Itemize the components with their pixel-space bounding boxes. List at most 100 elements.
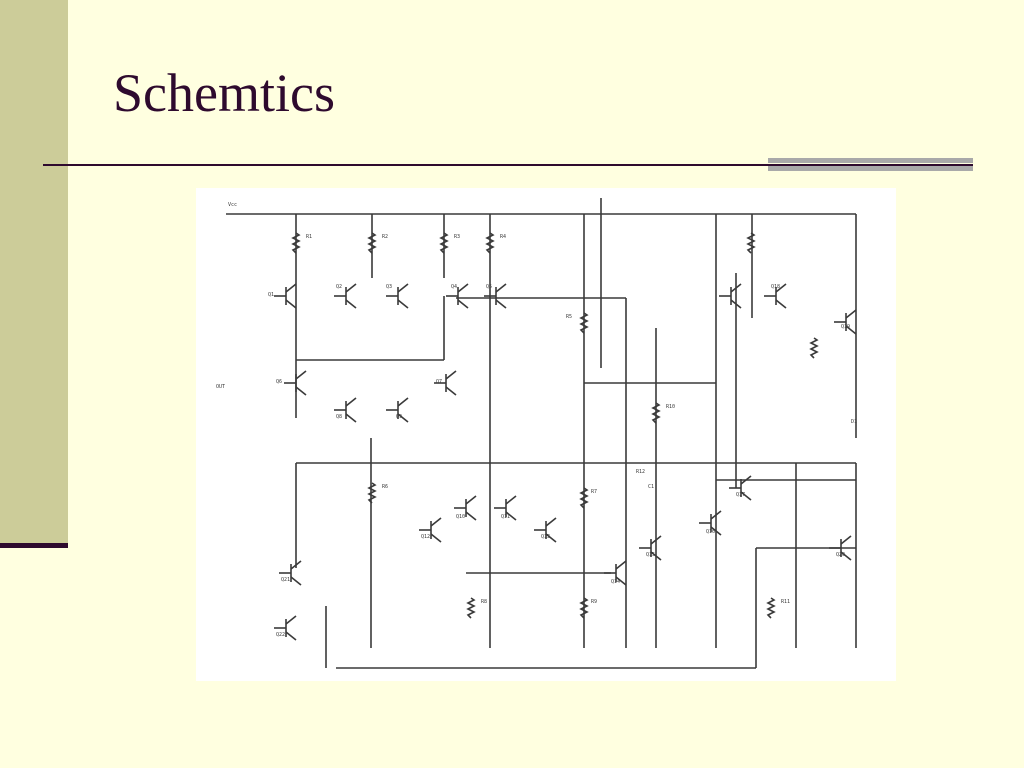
slide-title: Schemtics — [113, 63, 335, 123]
schematic-label: Q3 — [386, 284, 392, 290]
schematic-label: Q1 — [268, 292, 274, 298]
transistor-18-e — [775, 299, 787, 309]
transistor-7-e — [445, 386, 457, 396]
schematic-label: Q17 — [736, 492, 745, 498]
sidebar-accent-line — [0, 543, 68, 548]
transistor-21-e — [290, 576, 302, 586]
schematic-label: Q10 — [456, 514, 465, 520]
resistor-3 — [439, 232, 449, 254]
schematic-label: Q20 — [836, 552, 845, 558]
resistor-5 — [579, 312, 589, 334]
schematic-label: Q13 — [541, 534, 550, 540]
transistor-12-c — [430, 517, 442, 527]
transistor-8-c — [345, 397, 357, 407]
schematic-label: R4 — [500, 234, 506, 240]
resistor-13 — [809, 337, 819, 359]
resistor-9 — [579, 597, 589, 619]
transistor-6-e — [295, 386, 307, 396]
transistor-22-e — [285, 631, 297, 641]
transistor-1-e — [285, 299, 297, 309]
schematic-label: Q5 — [486, 284, 492, 290]
title-divider — [43, 164, 973, 166]
transistor-3-e — [397, 299, 409, 309]
schematic-label: R2 — [382, 234, 388, 240]
resistor-11 — [766, 597, 776, 619]
schematic-wires — [226, 198, 857, 669]
resistor-10 — [651, 402, 661, 424]
schematic-label: R1 — [306, 234, 312, 240]
transistor-3-c — [397, 283, 409, 293]
slide-sidebar — [0, 0, 68, 548]
transistor-10-e — [465, 511, 477, 521]
transistor-5-c — [495, 283, 507, 293]
schematic-label: R5 — [566, 314, 572, 320]
transistor-4-c — [457, 283, 469, 293]
schematic-label: Q22 — [276, 632, 285, 638]
schematic-label: Q14 — [611, 579, 620, 585]
transistor-17-c — [740, 475, 752, 485]
schematic-label: Q16 — [706, 529, 715, 535]
transistor-10-c — [465, 495, 477, 505]
schematic-label: R9 — [591, 599, 597, 605]
resistor-1 — [291, 232, 301, 254]
transistor-16-c — [710, 510, 722, 520]
schematic-label: Q2 — [336, 284, 342, 290]
transistor-19-e — [845, 325, 857, 335]
resistor-6 — [367, 482, 377, 504]
divider-accent — [768, 158, 973, 178]
transistor-15-c — [650, 535, 662, 545]
schematic-label: Q4 — [451, 284, 457, 290]
schematic-label: R11 — [781, 599, 790, 605]
schematic-label: D1 — [851, 419, 857, 425]
schematic-label: Q8 — [336, 414, 342, 420]
transistor-4-e — [457, 299, 469, 309]
schematic-label: Vcc — [228, 202, 237, 208]
resistor-2 — [367, 232, 377, 254]
transistor-12-e — [430, 533, 442, 543]
transistor-14-e — [615, 576, 627, 586]
transistor-17-e — [740, 491, 752, 501]
transistor-11-c — [505, 495, 517, 505]
schematic-label: Q21 — [281, 577, 290, 583]
transistor-14-c — [615, 560, 627, 570]
schematic-label: R7 — [591, 489, 597, 495]
resistor-4 — [485, 232, 495, 254]
transistor-2-c — [345, 283, 357, 293]
schematic-label: C1 — [648, 484, 654, 490]
transistor-5-e — [495, 299, 507, 309]
schematic-label: OUT — [216, 384, 225, 390]
transistor-19-c — [845, 309, 857, 319]
transistor-9-c — [397, 397, 409, 407]
schematic-label: Q19 — [841, 324, 850, 330]
schematic-label: R6 — [382, 484, 388, 490]
transistor-11-e — [505, 511, 517, 521]
transistor-9-e — [397, 413, 409, 423]
transistor-13-c — [545, 517, 557, 527]
schematic-label: Q11 — [501, 514, 510, 520]
schematic-label: Q12 — [421, 534, 430, 540]
schematic-label: Q18 — [771, 284, 780, 290]
schematic-label: R8 — [481, 599, 487, 605]
transistor-7-c — [445, 370, 457, 380]
schematic-label: R12 — [636, 469, 645, 475]
schematic-devices — [274, 232, 857, 641]
schematic-label: Q7 — [436, 379, 442, 385]
transistor-18-c — [775, 283, 787, 293]
transistor-8-e — [345, 413, 357, 423]
schematic-label: R10 — [666, 404, 675, 410]
transistor-21-c — [290, 560, 302, 570]
transistor-15-e — [650, 551, 662, 561]
transistor-23-e — [730, 299, 742, 309]
transistor-1-c — [285, 283, 297, 293]
transistor-20-c — [840, 535, 852, 545]
transistor-20-e — [840, 551, 852, 561]
schematic-label: Q9 — [396, 414, 402, 420]
transistor-13-e — [545, 533, 557, 543]
transistor-2-e — [345, 299, 357, 309]
transistor-16-e — [710, 526, 722, 536]
transistor-6-c — [295, 370, 307, 380]
transistor-23-c — [730, 283, 742, 293]
